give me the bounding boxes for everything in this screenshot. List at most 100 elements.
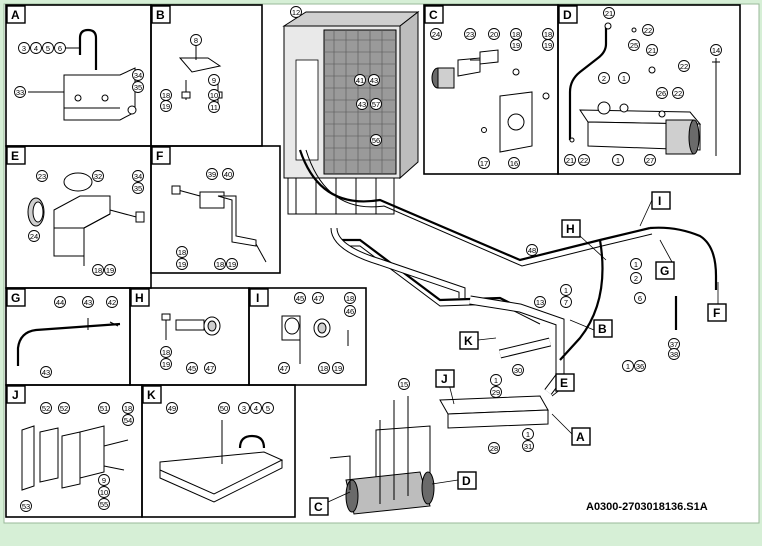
item-number-text: 13 [536, 298, 544, 307]
item-number-circle [356, 98, 368, 110]
item-number-text: 9 [212, 76, 216, 85]
callout-letter-text: G [660, 264, 669, 278]
item-number-text: 19 [228, 260, 236, 269]
item-number-circle [238, 402, 250, 414]
callout-letter-text: B [598, 322, 607, 336]
item-number-bubble: 18 [542, 28, 554, 40]
item-number-bubble: 9 [98, 474, 110, 486]
item-number-text: 57 [372, 100, 380, 109]
item-number-circle [40, 366, 52, 378]
item-number-bubble: 11 [208, 101, 220, 113]
panel-i-drawing [281, 315, 349, 364]
item-number-bubble: 12 [290, 6, 302, 18]
item-number-text: 23 [38, 172, 46, 181]
item-number-text: 42 [108, 298, 116, 307]
item-number-circle [28, 230, 40, 242]
item-number-text: 34 [134, 172, 142, 181]
item-number-bubble: 56 [370, 134, 382, 146]
item-number-bubble: 23 [464, 28, 476, 40]
item-number-circle [294, 292, 306, 304]
item-number-bubble: 16 [508, 157, 520, 169]
item-number-text: 5 [46, 44, 50, 53]
item-number-bubble: 50 [218, 402, 230, 414]
item-number-bubble: 26 [656, 87, 668, 99]
item-number-text: 51 [100, 404, 108, 413]
item-number-bubble: 43 [40, 366, 52, 378]
panel-letter-J: J [6, 385, 26, 404]
item-number-circle [208, 89, 220, 101]
item-number-text: 30 [514, 366, 522, 375]
item-number-bubble: 20 [488, 28, 500, 40]
item-number-circle [98, 486, 110, 498]
callout-letter-text: K [464, 334, 473, 348]
main-callout-letters: H I G F B K J E A C D [309, 191, 727, 516]
panel-letter-D: D [558, 5, 578, 24]
item-number-text: 2 [634, 274, 638, 283]
item-number-bubble: 23 [36, 170, 48, 182]
item-number-bubble: 22 [642, 24, 654, 36]
item-number-bubble: 43 [368, 74, 380, 86]
item-number-bubble: 15 [398, 378, 410, 390]
item-number-text: 19 [162, 102, 170, 111]
item-number-circle [522, 440, 534, 452]
item-number-text: 34 [134, 71, 142, 80]
callout-letter-text: J [441, 372, 448, 386]
panel-letter-K: K [142, 385, 162, 404]
item-number-bubble: 41 [354, 74, 366, 86]
item-number-text: 50 [220, 404, 228, 413]
item-number-circle [36, 170, 48, 182]
item-number-bubble: 19 [160, 100, 172, 112]
item-number-circle [98, 402, 110, 414]
item-number-bubble: 18 [214, 258, 226, 270]
item-number-circle [598, 72, 610, 84]
item-number-text: 3 [242, 404, 246, 413]
item-number-text: 31 [524, 442, 532, 451]
item-number-circle [578, 154, 590, 166]
item-number-bubble: 34 [132, 69, 144, 81]
item-number-text: 8 [194, 36, 198, 45]
item-number-bubble: 1 [612, 154, 624, 166]
item-number-bubble: 5 [262, 402, 274, 414]
item-number-circle [54, 42, 66, 54]
item-number-bubble: 36 [634, 360, 646, 372]
panel-letter-I: I [249, 288, 269, 307]
item-number-circle [490, 374, 502, 386]
item-number-text: 52 [42, 404, 50, 413]
item-number-text: 18 [178, 248, 186, 257]
item-number-text: 4 [254, 404, 258, 413]
item-number-text: 19 [334, 364, 342, 373]
item-number-circle [622, 360, 634, 372]
item-number-text: 39 [208, 170, 216, 179]
item-number-bubble: 21 [603, 7, 615, 19]
item-number-text: 9 [102, 476, 106, 485]
item-number-circle [42, 42, 54, 54]
item-number-text: 47 [280, 364, 288, 373]
item-number-circle [186, 362, 198, 374]
callout-C: C [309, 497, 329, 516]
panel-e-drawing [27, 172, 145, 266]
item-number-text: 33 [16, 88, 24, 97]
item-number-bubble: 2 [598, 72, 610, 84]
item-number-bubble: 30 [512, 364, 524, 376]
item-number-bubble: 1 [618, 72, 630, 84]
item-number-text: 19 [544, 41, 552, 50]
item-number-bubble: 2 [630, 272, 642, 284]
item-number-circle [30, 42, 42, 54]
item-number-circle [628, 39, 640, 51]
item-number-circle [92, 264, 104, 276]
item-number-text: 22 [644, 26, 652, 35]
item-number-bubble: 29 [490, 386, 502, 398]
item-number-text: 27 [646, 156, 654, 165]
item-number-bubble: 18 [318, 362, 330, 374]
item-number-circle [630, 258, 642, 270]
item-number-text: 1 [634, 260, 638, 269]
item-number-bubble: 24 [430, 28, 442, 40]
item-number-bubble: 18 [176, 246, 188, 258]
item-number-bubble: 19 [176, 258, 188, 270]
item-number-circle [370, 134, 382, 146]
item-number-circle [206, 168, 218, 180]
item-number-bubble: 19 [542, 39, 554, 51]
item-number-circle [354, 74, 366, 86]
